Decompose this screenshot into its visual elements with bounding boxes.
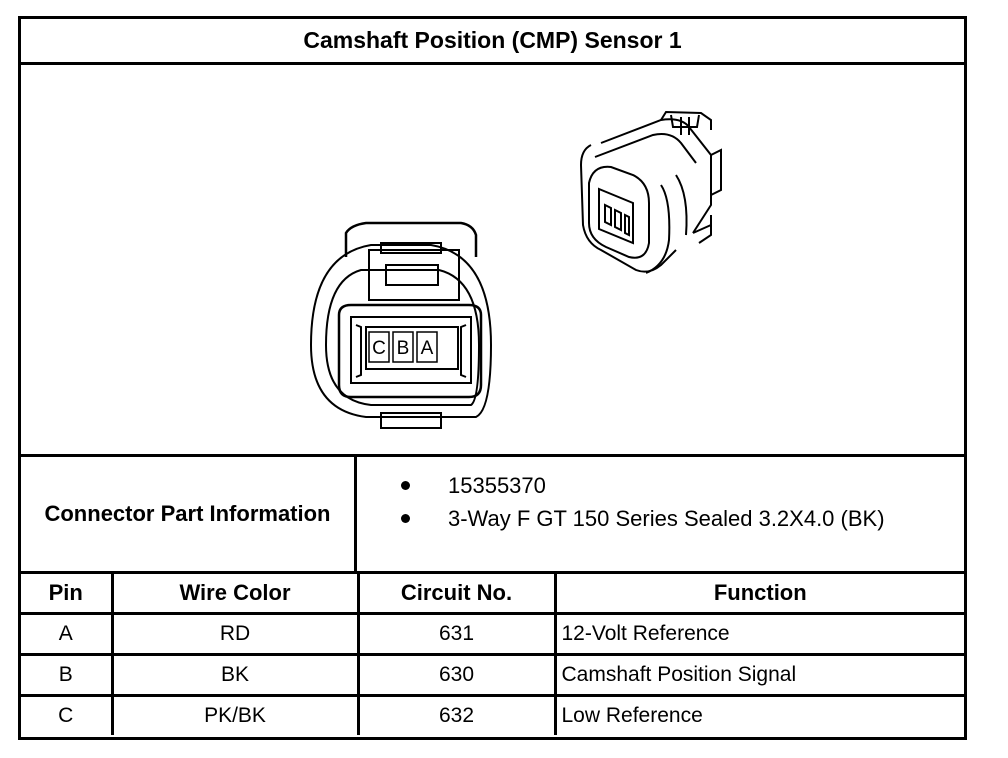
table-row: A RD 631 12-Volt Reference <box>21 612 964 656</box>
part-number: 15355370 <box>448 472 546 498</box>
pinout-table: Pin Wire Color Circuit No. Function A RD… <box>21 574 964 735</box>
pin-cavity-labels: C B A <box>368 331 438 363</box>
connector-sheet: Camshaft Position (CMP) Sensor 1 <box>18 16 967 740</box>
connector-figure: C B A <box>21 65 964 457</box>
table-header-row: Pin Wire Color Circuit No. Function <box>21 574 964 615</box>
cell-circuit-no: 630 <box>356 653 557 697</box>
connector-illustration: C B A <box>309 110 722 429</box>
cell-function: 12-Volt Reference <box>553 612 964 656</box>
header-function: Function <box>553 574 964 615</box>
table-row: C PK/BK 632 Low Reference <box>21 694 964 735</box>
connector-description: 3-Way F GT 150 Series Sealed 3.2X4.0 (BK… <box>448 505 885 531</box>
connector-front-view <box>309 221 493 429</box>
part-info-item: 15355370 <box>401 469 885 502</box>
header-pin: Pin <box>21 574 114 615</box>
header-wire-color: Wire Color <box>110 574 360 615</box>
cell-pin: A <box>21 612 114 656</box>
cell-circuit-no: 632 <box>356 694 557 735</box>
cell-wire-color: RD <box>110 612 360 656</box>
bullet-icon <box>401 514 410 523</box>
part-info-list: 15355370 3-Way F GT 150 Series Sealed 3.… <box>401 469 885 535</box>
cell-wire-color: BK <box>110 653 360 697</box>
table-row: B BK 630 Camshaft Position Signal <box>21 653 964 697</box>
cell-circuit-no: 631 <box>356 612 557 656</box>
page-title: Camshaft Position (CMP) Sensor 1 <box>21 19 964 65</box>
cell-pin: B <box>21 653 114 697</box>
header-circuit-no: Circuit No. <box>356 574 557 615</box>
pin-label-a: A <box>421 338 434 359</box>
pin-label-b: B <box>397 338 410 359</box>
pin-label-c: C <box>372 338 386 359</box>
cell-wire-color: PK/BK <box>110 694 360 735</box>
connector-isometric-view <box>579 110 722 274</box>
cell-function: Camshaft Position Signal <box>553 653 964 697</box>
part-info-label: Connector Part Information <box>21 457 357 571</box>
bullet-icon <box>401 481 410 490</box>
part-info-item: 3-Way F GT 150 Series Sealed 3.2X4.0 (BK… <box>401 502 885 535</box>
cell-function: Low Reference <box>553 694 964 735</box>
connector-part-information: Connector Part Information 15355370 3-Wa… <box>21 457 964 574</box>
cell-pin: C <box>21 694 114 735</box>
